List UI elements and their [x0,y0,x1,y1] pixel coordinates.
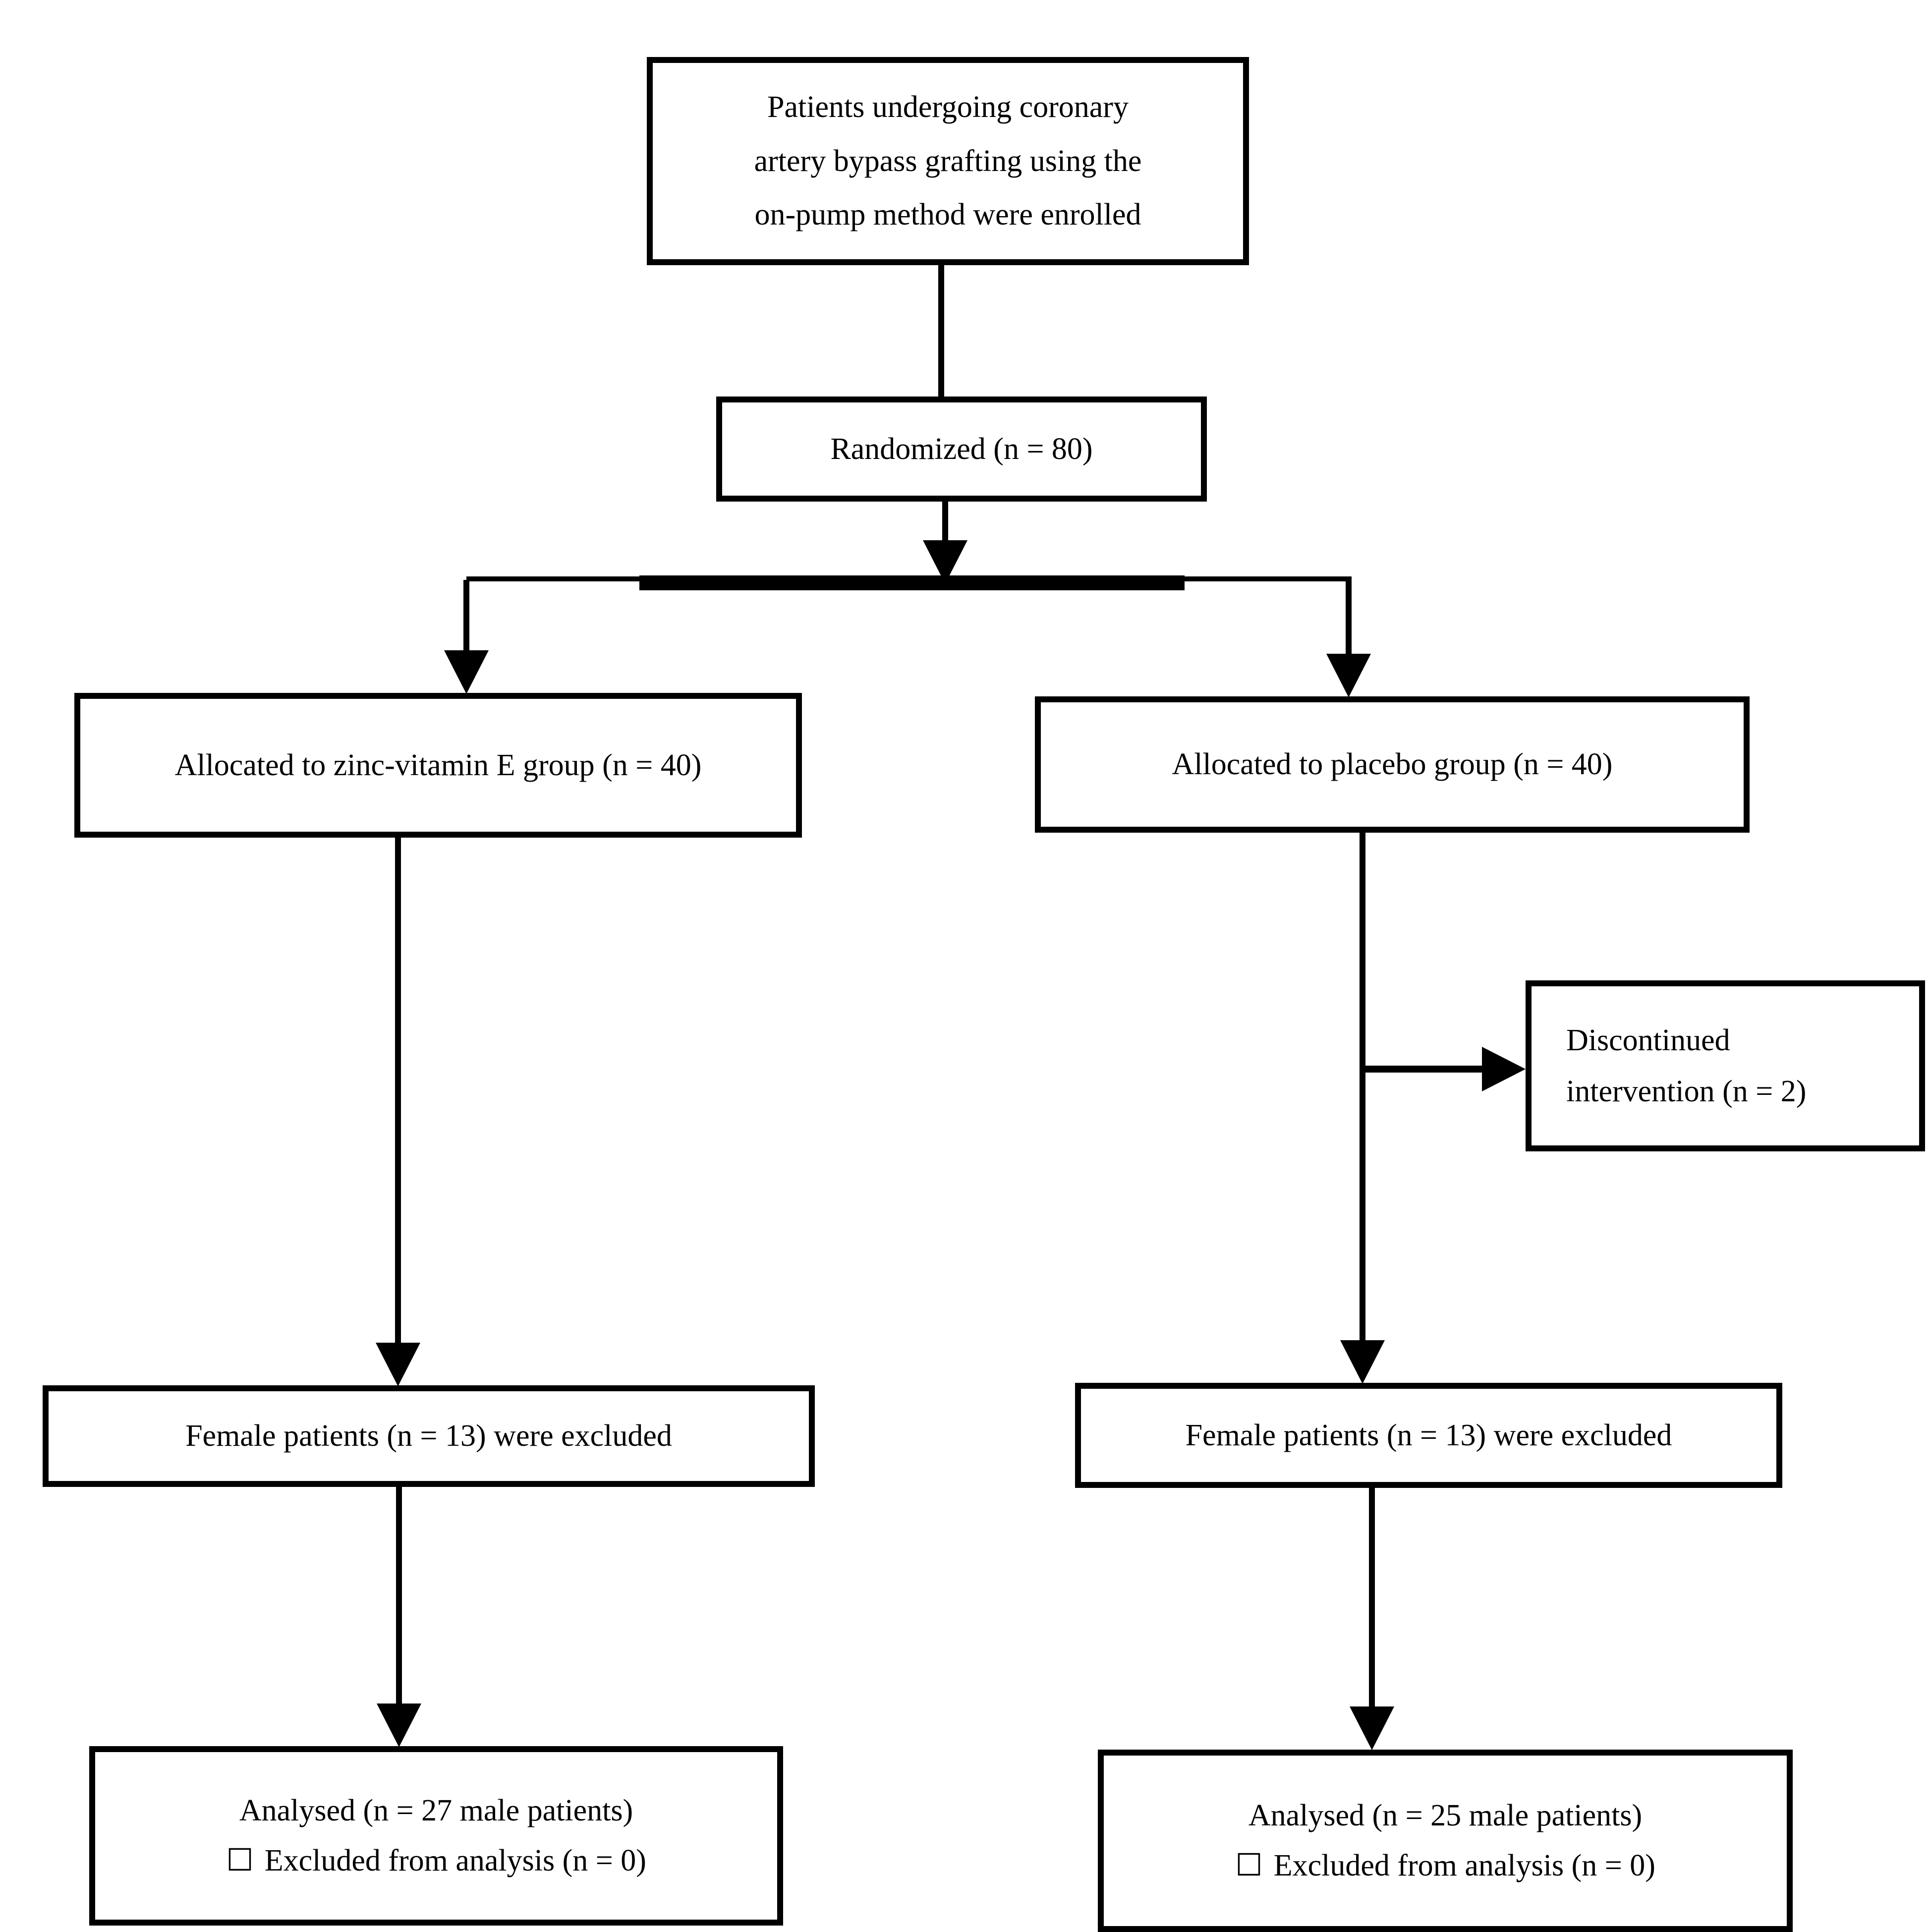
randomized-box: Randomized (n = 80) [716,397,1207,502]
analysed-zinc-excluded-text: Excluded from analysis (n = 0) [264,1844,646,1877]
analysed-placebo-excluded-text: Excluded from analysis (n = 0) [1273,1849,1655,1882]
connector-placebo-to-excluded [1360,833,1365,1341]
arrowhead-down-icon [376,1343,420,1386]
connector-excluded-to-analysed-placebo [1369,1488,1375,1707]
allocation-zinc-label: Allocated to zinc-vitamin E group (n = 4… [174,748,702,782]
arrowhead-down-icon [444,650,489,694]
enrolled-line: on-pump method were enrolled [754,198,1141,232]
discontinued-intervention-box: Discontinued intervention (n = 2) [1526,980,1925,1151]
enrolled-line: artery bypass grafting using the [754,144,1142,178]
excluded-females-placebo-box: Female patients (n = 13) were excluded [1075,1383,1782,1488]
discontinued-line: intervention (n = 2) [1566,1074,1807,1108]
connector-excluded-to-analysed-zinc [396,1487,402,1704]
enrolled-box: Patients undergoing coronary artery bypa… [647,57,1249,265]
excluded-females-zinc-box: Female patients (n = 13) were excluded [43,1385,815,1487]
analysed-placebo-line2: ☐ Excluded from analysis (n = 0) [1235,1840,1655,1890]
arrowhead-down-icon [1340,1340,1385,1384]
enrolled-line: Patients undergoing coronary [767,90,1129,124]
allocation-zinc-vitamin-e-box: Allocated to zinc-vitamin E group (n = 4… [74,693,802,838]
connector-randomized-to-split [942,502,948,543]
discontinued-line: Discontinued [1566,1023,1730,1058]
analysed-zinc-line2: ☐ Excluded from analysis (n = 0) [226,1835,646,1885]
analysed-placebo-line1: Analysed (n = 25 male patients) [1248,1798,1643,1832]
analysed-zinc-line1: Analysed (n = 27 male patients) [239,1793,633,1827]
connector-split-to-zinc-allocation [463,580,469,651]
missing-glyph-bullet-icon: ☐ [226,1842,254,1878]
connector-zinc-to-excluded [395,838,401,1343]
connector-placebo-to-discontinued [1362,1066,1484,1073]
analysed-zinc-box: Analysed (n = 27 male patients) ☐ Exclude… [89,1746,783,1926]
excluded-placebo-label: Female patients (n = 13) were excluded [1185,1418,1672,1452]
connector-enrolled-to-randomized [938,265,944,398]
allocation-placebo-label: Allocated to placebo group (n = 40) [1172,747,1613,782]
missing-glyph-bullet-icon: ☐ [1235,1847,1263,1883]
excluded-zinc-label: Female patients (n = 13) were excluded [185,1419,672,1453]
randomized-label: Randomized (n = 80) [830,432,1093,466]
allocation-placebo-box: Allocated to placebo group (n = 40) [1035,696,1750,833]
arrowhead-down-icon [377,1704,421,1747]
arrowhead-right-icon [1482,1047,1526,1091]
arrowhead-down-icon [1326,654,1371,697]
connector-split-to-placebo-allocation [1346,580,1352,654]
arrowhead-down-icon [1350,1706,1394,1750]
analysed-placebo-box: Analysed (n = 25 male patients) ☐ Exclude… [1098,1750,1793,1932]
split-bar-thick-segment [639,575,1185,590]
